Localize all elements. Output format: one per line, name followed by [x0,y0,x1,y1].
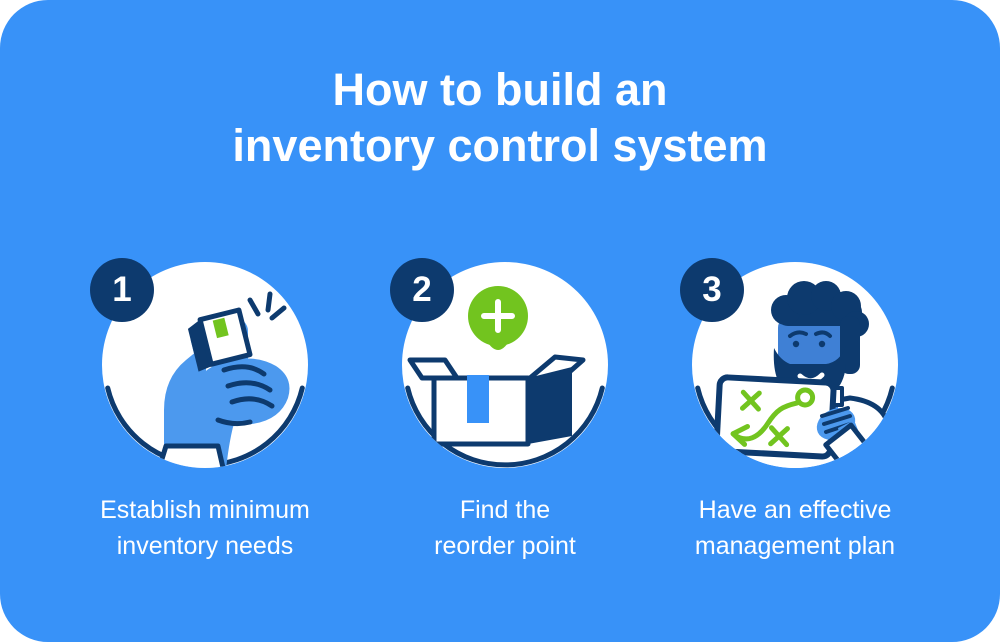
step-2-number-badge: 2 [390,258,454,322]
step-1-number-badge: 1 [90,258,154,322]
step-2: 2 Find the reorder point [355,258,655,564]
step-3-number-badge: 3 [680,258,744,322]
step-1-number: 1 [112,270,132,309]
person-holding-strategy-tablet-icon [692,262,898,468]
step-1: 1 Establish minimum inventory needs [55,258,355,564]
step-3: 3 Have an effective management plan [645,258,945,564]
step-2-circle: 2 [390,258,610,470]
step-1-circle: 1 [90,258,310,470]
hand-holding-item-icon [102,262,308,468]
open-box-reorder-pin-icon [402,262,608,468]
step-1-caption: Establish minimum inventory needs [100,496,310,560]
infographic-title: How to build an inventory control system [232,64,768,171]
step-3-caption: Have an effective management plan [694,496,896,560]
step-3-circle: 3 [680,258,900,470]
step-2-caption: Find the reorder point [434,496,576,560]
step-3-number: 3 [702,270,722,309]
step-2-number: 2 [412,270,432,309]
